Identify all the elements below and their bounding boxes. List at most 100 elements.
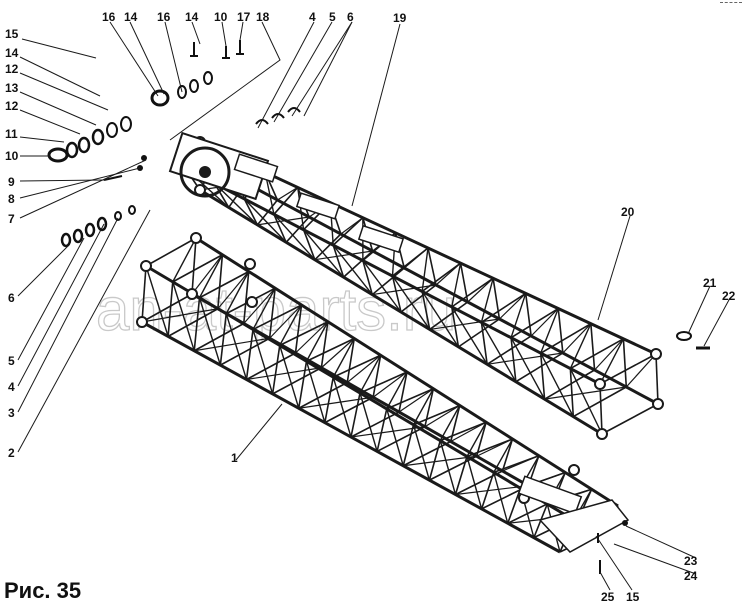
truss-member [217,271,250,310]
washer-part [77,136,91,154]
truss-member [167,281,174,337]
truss-member [295,321,329,354]
truss-member [421,247,429,292]
truss-member [246,352,296,381]
truss-member [268,288,276,339]
truss-member [257,216,310,226]
truss-member [655,353,659,405]
truss-member [475,422,487,457]
callout-labels: 15 14 12 13 12 11 10 9 8 7 6 5 4 3 2 16 … [5,10,736,604]
truss-member [320,321,329,368]
truss-member [242,271,250,324]
truss-member [252,329,274,395]
truss-member [510,307,559,339]
tip-plate [538,499,630,553]
washer-part [84,222,96,238]
truss-member [141,265,147,323]
truss-member [273,213,287,243]
truss-member [386,371,408,410]
chord-end-plate [650,348,662,360]
callout-14: 14 [5,46,19,60]
truss-member [429,318,500,331]
truss-member [359,354,382,394]
callout-7: 7 [8,212,15,226]
chord-end-plate [244,258,256,270]
truss-member [386,388,434,410]
truss-member [487,352,563,365]
washer-part [47,147,69,163]
truss-member [298,381,348,409]
callout-6: 6 [347,10,354,24]
callout-4: 4 [309,10,316,24]
bolt-part [222,46,230,59]
callout-5: 5 [8,354,15,368]
truss-member [467,277,494,303]
truss-member [493,454,540,474]
callout-8: 8 [8,192,15,206]
truss-member [314,233,342,261]
truss-member [324,376,335,423]
truss-member [421,262,462,293]
callout-24: 24 [684,569,698,583]
truss-member [194,337,270,352]
truss-member [599,338,625,385]
truss-member [480,292,527,323]
truss-member [524,293,532,337]
truss-member [427,247,437,286]
truss-member [466,438,513,458]
truss-member [501,438,514,472]
truss-member [601,403,659,435]
truss-member [346,338,356,383]
truss-member [252,304,302,331]
truss-member [402,424,415,466]
truss-member [332,244,373,296]
watermark: an-at-parts.ru [96,276,456,343]
chord-end-plate [190,232,202,244]
callout-16: 16 [102,10,116,24]
chord-end-plate [596,428,608,440]
chord-end-plate [652,398,664,410]
truss-member [297,361,308,409]
truss-member [372,371,408,398]
truss-member [454,456,468,495]
truss-member [539,353,546,400]
callout-17: 17 [237,10,251,24]
callout-22: 22 [722,289,736,303]
truss-member [219,337,271,366]
nut-part [128,205,136,215]
callout-11: 11 [5,127,18,141]
truss-member [400,284,437,313]
truss-member [569,323,592,369]
truss-member [167,308,219,338]
truss-member [403,455,477,467]
truss-member [252,287,276,330]
lower-boom-section [136,232,630,554]
truss-member [279,304,303,346]
callout-14: 14 [124,10,138,24]
truss-member [466,456,483,510]
truss-member [506,487,522,524]
truss-member [590,323,596,371]
chord-end-plate [186,288,198,300]
truss-member [544,369,595,400]
figure-caption: Рис. 35 [4,578,81,603]
truss-member [480,278,494,323]
callout-12: 12 [5,62,19,76]
truss-member [391,275,431,330]
truss-member [193,297,201,351]
truss-member [298,396,374,409]
truss-member [480,322,488,365]
truss-member [540,308,559,354]
callout-19: 19 [393,11,407,25]
truss-member [279,321,329,347]
exploded-parts [47,40,710,574]
truss-member [439,440,457,495]
truss-member [510,337,546,400]
truss-member [457,318,500,348]
corner-mark [720,2,742,6]
truss-member [271,345,281,394]
truss-member [191,254,223,295]
chord-end-plate [140,260,152,272]
truss-member [451,277,494,308]
